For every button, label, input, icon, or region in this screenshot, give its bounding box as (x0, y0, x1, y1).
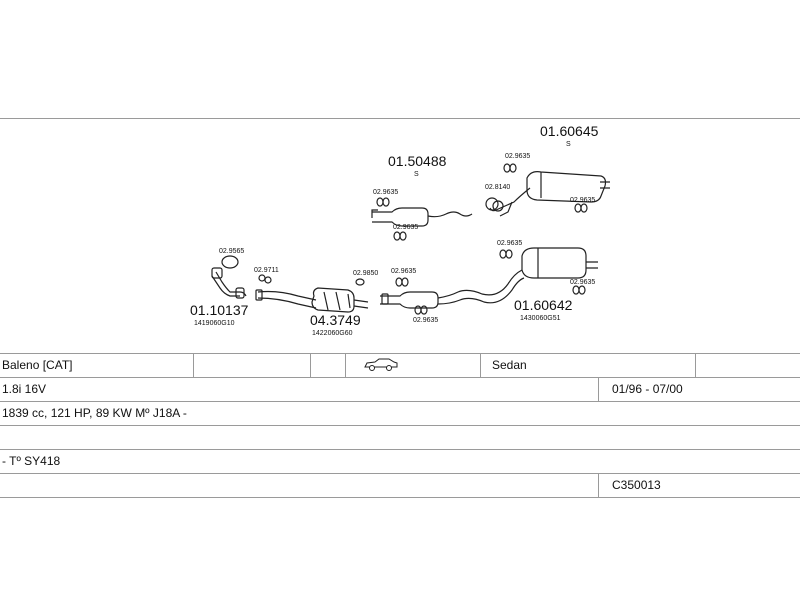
model-name: Baleno [CAT] (2, 358, 73, 372)
table-row: C350013 (0, 473, 800, 498)
mount-label: 02.9850 (353, 270, 378, 277)
table-row (0, 425, 800, 449)
mount-label: 02.9635 (570, 279, 595, 286)
part-sub-rear-silencer-lower: 1430060G51 (520, 315, 561, 322)
part-number-middle-silencer: 01.50488 (388, 153, 447, 169)
table-row: Baleno [CAT] Sedan (0, 353, 800, 377)
front-pipe (211, 267, 247, 299)
rear-silencer-lower (380, 247, 598, 309)
production-years: 01/96 - 07/00 (612, 382, 683, 396)
part-code-rear-silencer-upper: S (566, 141, 571, 148)
mount-label: 02.9635 (497, 240, 522, 247)
catalyst (255, 287, 369, 313)
mount-label: 02.9635 (373, 189, 398, 196)
engine-spec: 1839 cc, 121 HP, 89 KW Mº J18A - (2, 406, 187, 420)
type-code: - Tº SY418 (2, 454, 61, 468)
part-number-rear-silencer-lower: 01.60642 (514, 297, 573, 313)
mount-label: 02.9565 (219, 248, 244, 255)
mount-label: 02.9635 (391, 268, 416, 275)
top-divider (0, 118, 800, 119)
vehicle-info-table: Baleno [CAT] Sedan 1.8i 16V 01/96 - 07/0… (0, 353, 800, 498)
middle-silencer (371, 207, 473, 227)
part-number-catalyst: 04.3749 (310, 312, 361, 328)
mount-label: 02.8140 (485, 184, 510, 191)
part-number-rear-silencer-upper: 01.60645 (540, 123, 599, 139)
catalogue-code: C350013 (612, 478, 661, 492)
mount-label: 02.9635 (570, 197, 595, 204)
sedan-car-icon (364, 358, 398, 371)
part-sub-catalyst: 1422060G60 (312, 330, 353, 337)
exhaust-diagram: 01.60645 S 01.50488 S 01.10137 1419060G1… (190, 123, 610, 337)
rear-silencer-upper (489, 171, 610, 217)
mount-label: 02.9635 (413, 317, 438, 324)
engine-name: 1.8i 16V (2, 382, 47, 396)
mount-label: 02.9635 (393, 224, 418, 231)
part-number-front-pipe: 01.10137 (190, 302, 249, 318)
table-row: 1.8i 16V 01/96 - 07/00 (0, 377, 800, 401)
part-code-middle-silencer: S (414, 171, 419, 178)
body-type: Sedan (492, 358, 527, 372)
mount-label: 02.9635 (505, 153, 530, 160)
mount-label: 02.9711 (254, 267, 279, 274)
table-row: - Tº SY418 (0, 449, 800, 473)
rubber-mounts (221, 163, 588, 315)
table-row: 1839 cc, 121 HP, 89 KW Mº J18A - (0, 401, 800, 425)
part-sub-front-pipe: 1419060G10 (194, 320, 235, 327)
